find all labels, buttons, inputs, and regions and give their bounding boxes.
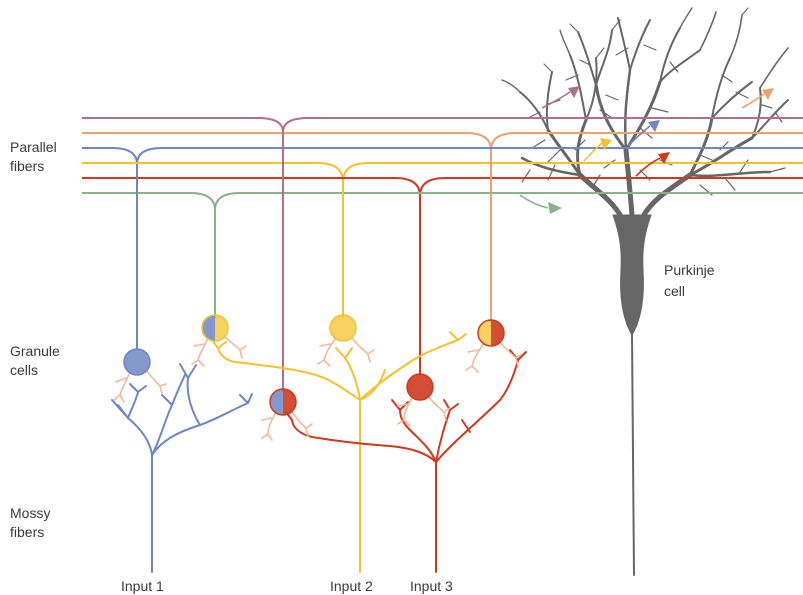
synapse-red [658, 152, 670, 164]
mossy-fiber-input-3 [285, 349, 527, 573]
parallel-fiber-blue [82, 147, 803, 165]
label-mossy-fibers-line2: fibers [10, 524, 44, 540]
granule-dendrites [113, 335, 523, 441]
parallel-fibers [82, 117, 803, 211]
label-purkinje-cell-line1: Purkinje [664, 262, 715, 278]
synapse-orange [762, 88, 774, 100]
parallel-fiber-green [82, 192, 803, 211]
synapse-yellow [600, 138, 612, 150]
parallel-fiber-pink [82, 117, 803, 133]
granule-axons [136, 132, 492, 392]
parallel-fiber-synapses [519, 86, 774, 214]
granule-cell-red [406, 373, 434, 401]
purkinje-soma [612, 214, 652, 336]
synapse-green [548, 202, 562, 214]
label-parallel-fibers-line2: fibers [10, 158, 44, 174]
label-mossy-fibers-line1: Mossy [10, 505, 50, 521]
labels: Parallel fibers Granule cells Mossy fibe… [10, 139, 715, 594]
synapse-pink [568, 86, 580, 98]
label-granule-cells-line2: cells [10, 362, 38, 378]
granule-cell-blue [123, 348, 151, 376]
mossy-fiber-input-1 [111, 363, 253, 573]
synapse-blue [648, 120, 660, 132]
label-parallel-fibers-line1: Parallel [10, 139, 57, 155]
granule-cell-blue-red [269, 388, 297, 416]
label-input-2: Input 2 [330, 578, 373, 594]
granule-cell-yellow-red [477, 319, 505, 347]
purkinje-cell [501, 7, 789, 576]
label-purkinje-cell-line2: cell [664, 283, 685, 299]
mossy-fiber-input-2 [211, 331, 467, 573]
granule-cell-blue-yellow [201, 314, 229, 342]
label-input-1: Input 1 [121, 578, 164, 594]
mossy-fibers [111, 331, 527, 573]
label-input-3: Input 3 [410, 578, 453, 594]
purkinje-axon [631, 334, 635, 576]
label-granule-cells-line1: Granule [10, 343, 60, 359]
granule-cell-yellow [329, 314, 357, 342]
granule-cells [123, 314, 505, 416]
